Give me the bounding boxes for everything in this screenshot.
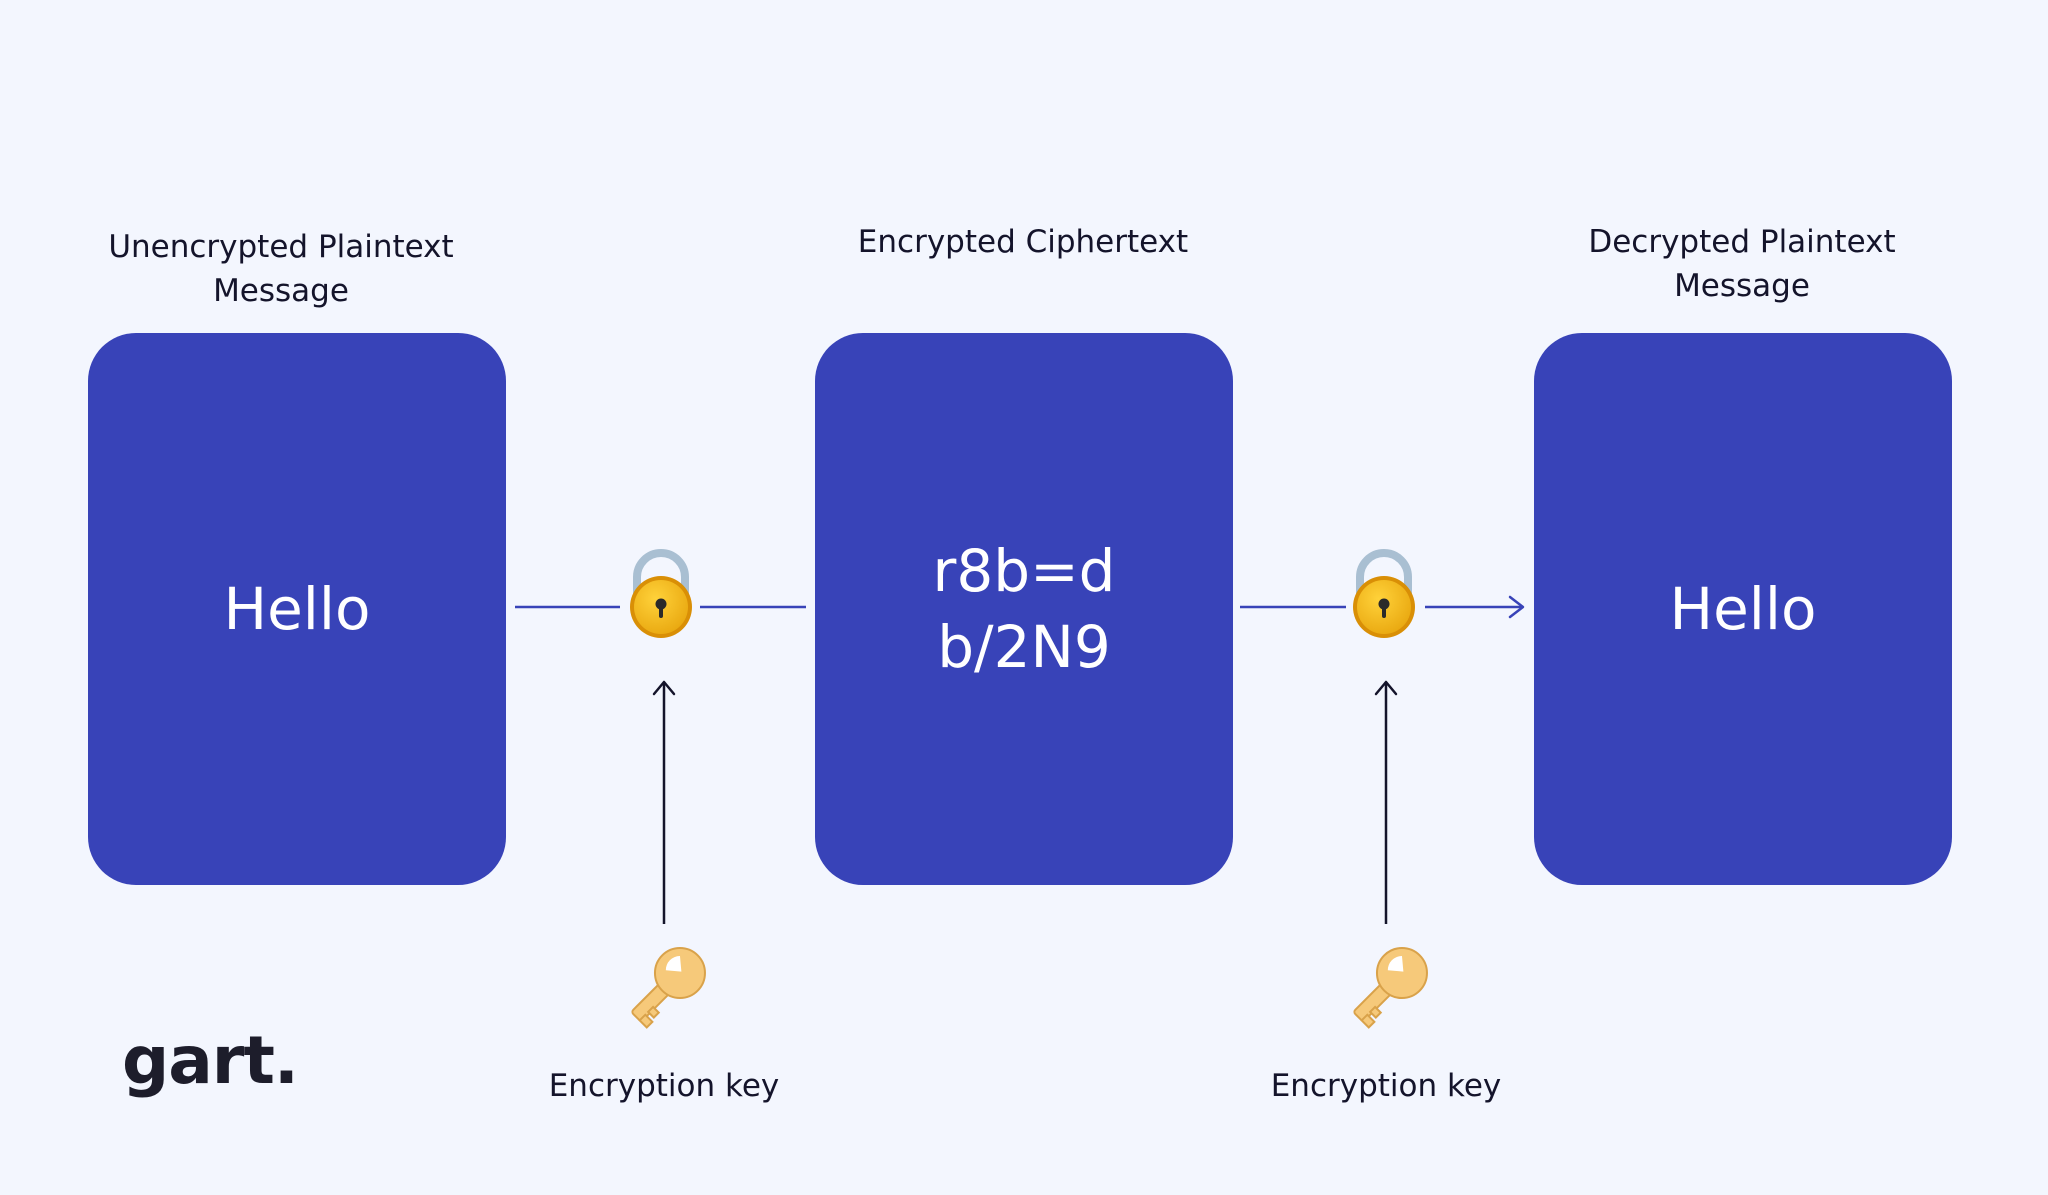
caption-ciphertext: Encrypted Ciphertext [857,224,1189,260]
padlock-icon [1353,549,1415,638]
key-icon [1353,947,1428,1029]
caption-plaintext: Unencrypted Plaintext Message [108,229,454,309]
ciphertext-box: r8b=d b/2N9 [815,333,1233,885]
decrypted-box: Hello [1534,333,1952,885]
arrow-right-icon [1508,595,1525,619]
plaintext-value: Hello [223,575,371,643]
encryption-key-label: Encryption key [548,1068,780,1104]
arrow-up-icon [1374,680,1398,924]
arrow-up-icon [652,680,676,924]
caption-decrypted: Decrypted Plaintext Message [1588,224,1896,304]
plaintext-box: Hello [88,333,506,885]
key-icon [631,947,706,1029]
padlock-icon [630,549,692,638]
decrypted-value: Hello [1669,575,1817,643]
brand-logo: gart. [122,1022,299,1099]
decryption-key-label: Encryption key [1270,1068,1502,1104]
ciphertext-value: r8b=d b/2N9 [932,537,1116,681]
